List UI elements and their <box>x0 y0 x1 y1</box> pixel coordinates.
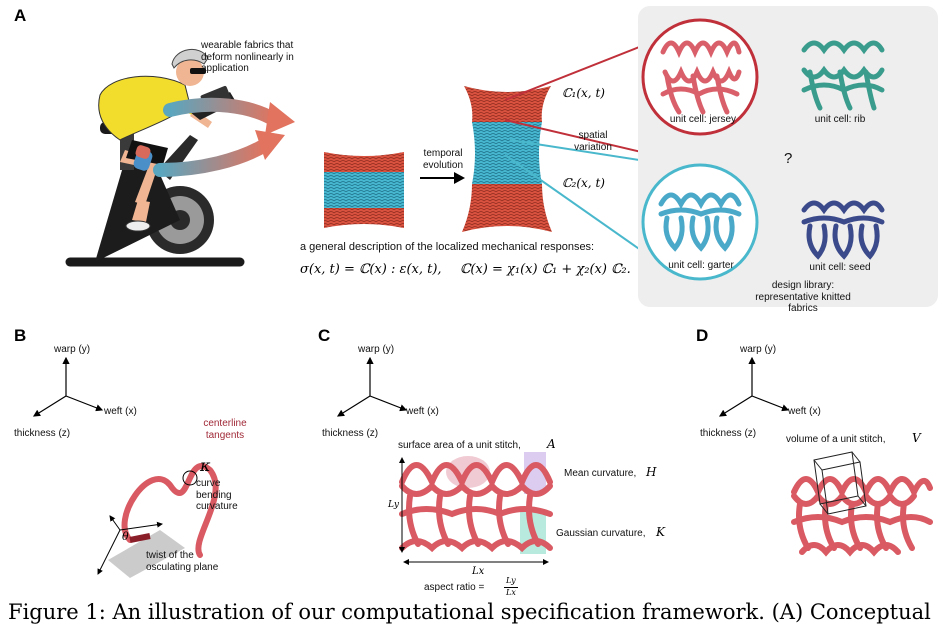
ly-symbol: Ly <box>388 500 399 510</box>
c-warp-label: warp (y) <box>358 344 395 355</box>
unit-cell-jersey-label: unit cell: jersey <box>669 114 737 125</box>
seed-unit-cell <box>801 200 885 260</box>
dimension-arrows-c <box>399 457 549 565</box>
general-description: a general description of the localized m… <box>300 241 595 253</box>
rib-unit-cell <box>801 40 885 111</box>
gaussian-curvature-label: Gaussian curvature, <box>556 528 646 539</box>
b-weft-label: weft (x) <box>104 406 137 417</box>
flat-fabric-sample <box>324 152 404 228</box>
aspect-fraction-bar <box>504 587 518 588</box>
mean-curvature-symbol: H <box>646 465 657 479</box>
deformation-arrows <box>153 97 295 177</box>
equation-stiffness: ℂ(x) = χ₁(x) ℂ₁ + χ₂(x) ℂ₂. <box>460 262 631 277</box>
spatial-variation-label: spatial variation <box>574 130 612 153</box>
stiffness-c2: ℂ₂(x, t) <box>562 176 605 190</box>
c-weft-label: weft (x) <box>406 406 439 417</box>
axes-c <box>336 356 408 417</box>
aspect-numerator: Ly <box>506 576 516 585</box>
volume-symbol: V <box>912 431 921 445</box>
stitch-volume-d <box>791 451 933 557</box>
temporal-evolution-arrow <box>420 172 465 184</box>
b-warp-label: warp (y) <box>54 344 91 355</box>
d-warp-label: warp (y) <box>740 344 777 355</box>
panel-label-a: A <box>14 6 27 25</box>
equation-stress: σ(x, t) = ℂ(x) : ε(x, t), <box>300 262 442 277</box>
d-thickness-label: thickness (z) <box>700 428 757 439</box>
centerline-tangents-label: centerline tangents <box>203 418 247 441</box>
gaussian-curvature-symbol: K <box>656 525 665 539</box>
question-mark: ? <box>784 150 793 167</box>
panel-label-c: C <box>318 326 331 345</box>
aspect-ratio-label: aspect ratio = <box>424 582 485 593</box>
c-thickness-label: thickness (z) <box>322 428 379 439</box>
centerline-curve <box>97 463 219 578</box>
axes-b <box>32 356 104 417</box>
design-library-label: design library: representative knitted f… <box>755 280 851 314</box>
stiffness-c1: ℂ₁(x, t) <box>562 86 605 100</box>
figure-caption: Figure 1: An illustration of our computa… <box>8 600 931 624</box>
aspect-denominator: Lx <box>506 588 516 597</box>
stitch-grid-c <box>399 452 553 554</box>
kappa-symbol: κ <box>200 456 211 475</box>
panel-label-d: D <box>696 326 709 345</box>
twist-label: twist of the osculating plane <box>146 550 219 573</box>
d-weft-label: weft (x) <box>788 406 821 417</box>
garter-unit-cell <box>641 163 759 281</box>
theta-symbol: θ <box>122 530 129 543</box>
surface-area-label: surface area of a unit stitch, <box>398 440 521 451</box>
lx-symbol: Lx <box>472 566 485 577</box>
area-symbol: A <box>547 437 556 451</box>
unit-cell-garter-label: unit cell: garter <box>668 260 734 271</box>
volume-label: volume of a unit stitch, <box>786 434 886 445</box>
jersey-unit-cell <box>641 18 759 136</box>
unit-cell-rib-label: unit cell: rib <box>814 114 866 125</box>
mean-curvature-label: Mean curvature, <box>564 468 637 479</box>
wearable-fabrics-note: wearable fabrics that deform nonlinearly… <box>201 40 294 74</box>
axes-d <box>718 356 790 417</box>
temporal-evolution-label: temporal evolution <box>422 148 464 171</box>
curve-bending-label: curve bending curvature <box>196 478 238 512</box>
b-thickness-label: thickness (z) <box>14 428 71 439</box>
panel-label-b: B <box>14 326 27 345</box>
unit-cell-seed-label: unit cell: seed <box>809 262 871 273</box>
